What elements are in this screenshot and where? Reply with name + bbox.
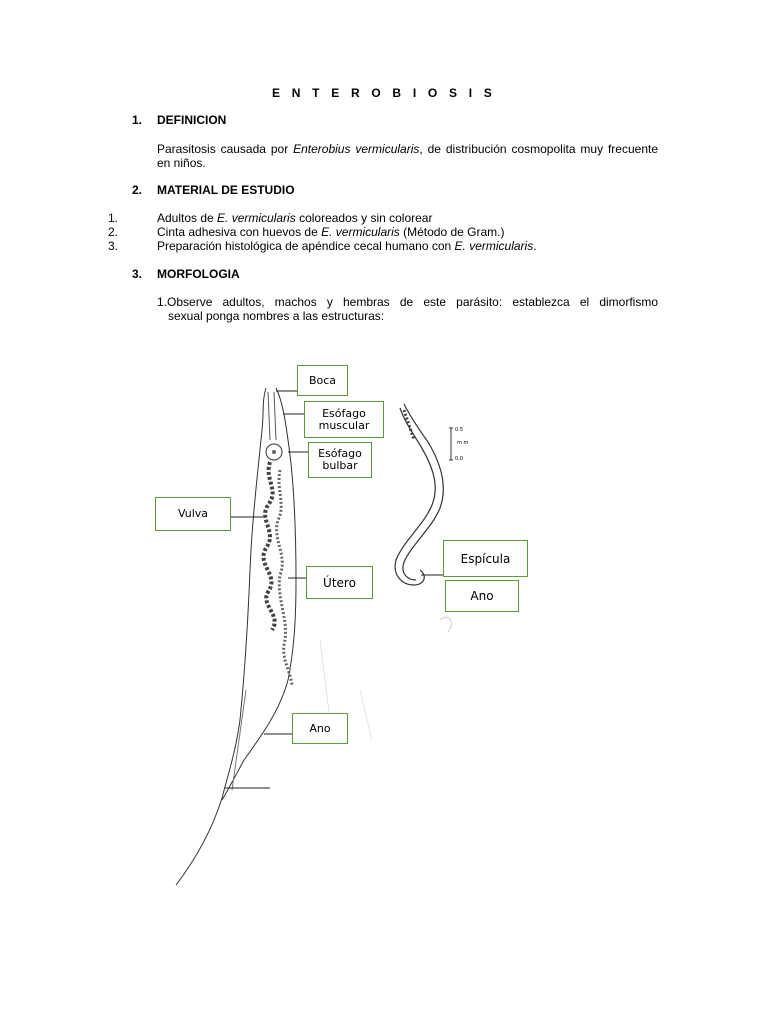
male-worm-body [394, 407, 436, 586]
label-ano-male: Ano [445, 580, 519, 612]
male-worm-body [402, 403, 444, 581]
scale-bottom: 0.0 [455, 456, 463, 462]
section-3-heading: MORFOLOGIA [157, 267, 240, 281]
section-1-number: 1. [132, 113, 143, 127]
female-worm-body [175, 387, 267, 886]
scale-unit: m m [457, 440, 469, 446]
label-vulva: Vulva [155, 497, 231, 531]
instruction-line-1: 1.Observe adultos, machos y hembras de e… [157, 295, 658, 309]
material-item: Adultos de E. vermicularis coloreados y … [157, 211, 433, 225]
female-worm-body [221, 387, 297, 801]
instruction-line-2: sexual ponga nombres a las estructuras: [168, 309, 385, 323]
section-2-number: 2. [132, 183, 143, 197]
label-ano-female: Ano [292, 713, 348, 744]
section-1-heading: DEFINICION [157, 113, 227, 127]
material-number: 2. [108, 225, 119, 239]
page-title: E N T E R O B I O S I S [272, 86, 496, 100]
label-utero: Útero [306, 566, 373, 599]
label-boca: Boca [297, 365, 348, 396]
material-item: Preparación histológica de apéndice ceca… [157, 239, 537, 253]
material-item: Cinta adhesiva con huevos de E. vermicul… [157, 225, 505, 239]
label-espicula: Espícula [443, 540, 528, 577]
definition-paragraph: Parasitosis causada por Enterobius vermi… [157, 142, 658, 170]
material-number: 1. [108, 211, 119, 225]
section-2-heading: MATERIAL DE ESTUDIO [157, 183, 295, 197]
section-3-number: 3. [132, 267, 143, 281]
scale-top: 0.5 [455, 427, 463, 433]
material-number: 3. [108, 239, 119, 253]
